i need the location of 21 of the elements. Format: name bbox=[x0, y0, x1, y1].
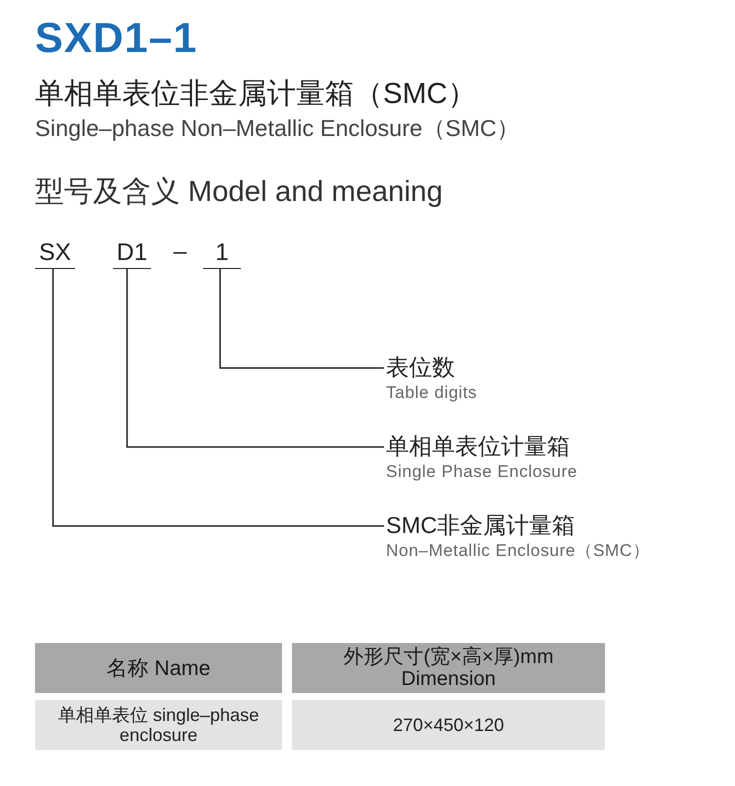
meaning-label-english: Single Phase Enclosure bbox=[386, 461, 578, 483]
meaning-label: SMC非金属计量箱 bbox=[386, 511, 576, 540]
dash-separator: – bbox=[172, 238, 188, 267]
header-cell: 外形尺寸(宽×高×厚)mm Dimension bbox=[292, 643, 605, 693]
meaning-label: 单相单表位计量箱 bbox=[386, 432, 571, 461]
leader-line bbox=[126, 269, 384, 448]
table-cell: 270×450×120 bbox=[292, 700, 605, 750]
table-cell: 单相单表位 single–phase enclosure bbox=[35, 700, 282, 750]
code-segment: D1 bbox=[113, 238, 151, 269]
leader-line bbox=[219, 269, 384, 369]
header-cell: 名称 Name bbox=[35, 643, 282, 693]
subtitle: 单相单表位非金属计量箱（SMC） bbox=[35, 77, 478, 110]
leader-line bbox=[52, 269, 384, 527]
code-segment: 1 bbox=[203, 238, 241, 269]
meaning-label-english: Table digits bbox=[386, 382, 478, 404]
section-heading: 型号及含义 Model and meaning bbox=[35, 175, 444, 210]
meaning-label: 表位数 bbox=[386, 353, 456, 382]
title: SXD1–1 bbox=[35, 14, 198, 62]
subtitle-english: Single–phase Non–Metallic Enclosure（SMC） bbox=[35, 114, 521, 143]
meaning-label-english: Non–Metallic Enclosure（SMC） bbox=[386, 540, 650, 562]
code-segment: SX bbox=[35, 238, 75, 269]
